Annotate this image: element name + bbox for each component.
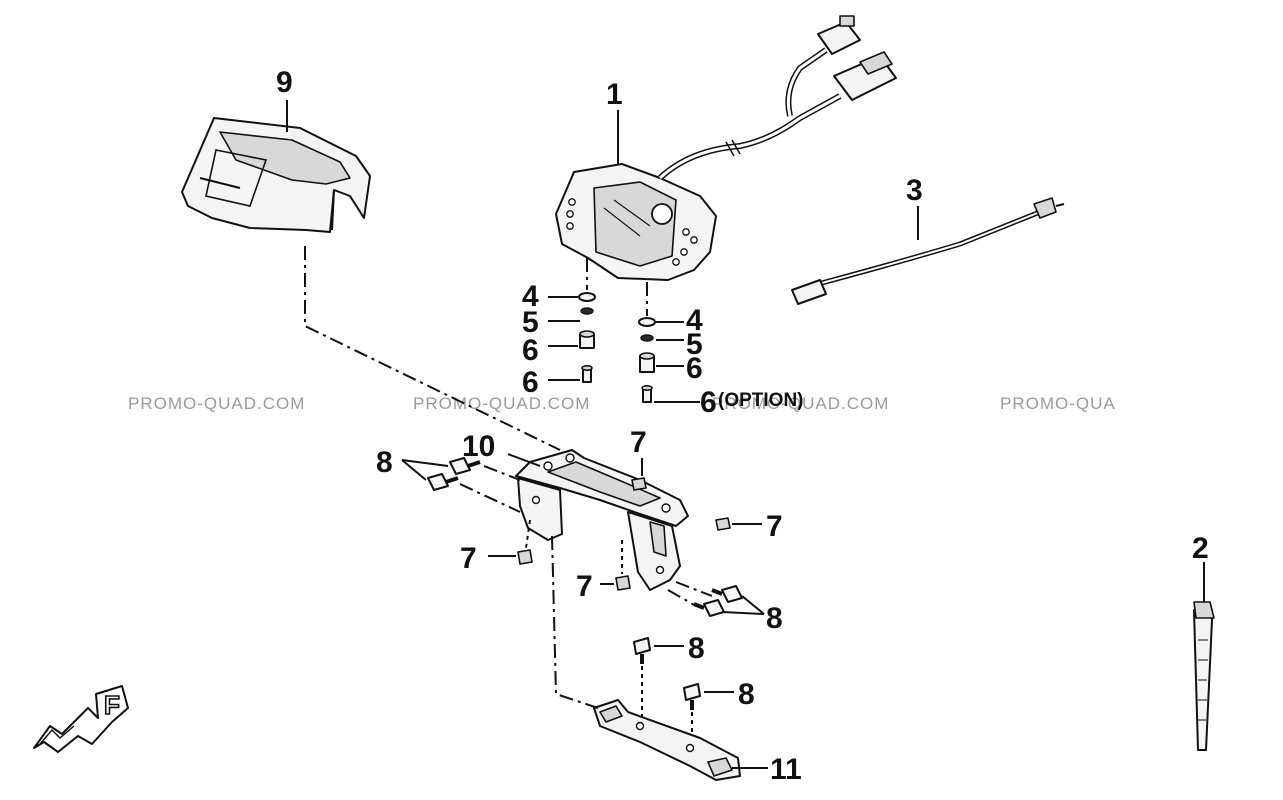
callout-5-left: 5 (522, 306, 539, 339)
option-label: (OPTION) (718, 390, 804, 411)
callout-6-left-a: 6 (522, 334, 539, 367)
bolt-8-left-upper[interactable] (449, 457, 481, 475)
watermark-4: PROMO-QUA (1000, 394, 1116, 413)
callout-9: 9 (276, 66, 293, 99)
callout-6-option: 6 (700, 386, 717, 419)
mounting-bracket-part[interactable] (515, 449, 689, 591)
callout-7-bottom: 7 (576, 570, 593, 603)
callout-8-lower-b: 8 (738, 678, 755, 711)
watermark-row: PROMO-QUAD.COM PROMO-QUAD.COM PROMO-QUAD… (128, 394, 1116, 413)
callout-4-right: 4 (686, 304, 703, 337)
callout-5-right: 5 (686, 328, 703, 361)
front-direction-arrow-icon: F (33, 685, 129, 753)
callout-1: 1 (606, 78, 623, 111)
instrument-cluster-part[interactable] (555, 15, 897, 281)
bolt-8-right-upper[interactable] (711, 585, 743, 603)
callout-11: 11 (770, 753, 802, 786)
bolt-8-lower-a[interactable] (633, 637, 651, 664)
callout-4-left: 4 (522, 280, 539, 313)
callout-2: 2 (1192, 532, 1209, 565)
watermark-3: PROMO-QUAD.COM (712, 394, 889, 413)
callout-10: 10 (462, 430, 495, 463)
front-marker-letter: F (104, 690, 120, 720)
callout-7-top: 7 (630, 426, 647, 459)
watermark-1: PROMO-QUAD.COM (128, 394, 305, 413)
bolt-7-bottom[interactable] (615, 575, 631, 591)
bolt-7-top[interactable] (631, 477, 647, 491)
callout-3: 3 (906, 174, 923, 207)
lower-plate-part[interactable] (593, 699, 741, 781)
bolt-8-right-lower[interactable] (693, 599, 725, 617)
bolt-7-left[interactable] (517, 549, 533, 565)
callout-8-lower-a: 8 (688, 632, 705, 665)
bolt-8-lower-b[interactable] (683, 683, 701, 710)
left-fastener-stack[interactable] (578, 258, 596, 383)
callout-7-right: 7 (766, 510, 783, 543)
meter-cover-part[interactable] (181, 117, 371, 233)
callout-6-left-b: 6 (522, 366, 539, 399)
speed-cable-part[interactable] (791, 197, 1065, 305)
bolt-8-left-lower[interactable] (427, 473, 459, 491)
right-fastener-stack[interactable] (638, 282, 656, 403)
callout-8-right: 8 (766, 602, 783, 635)
bolt-7-right[interactable] (715, 517, 731, 531)
watermark-2: PROMO-QUAD.COM (413, 394, 590, 413)
cable-tie-part[interactable] (1193, 601, 1215, 751)
callout-8-left: 8 (376, 446, 393, 479)
callout-6-right: 6 (686, 352, 703, 385)
callout-7-left: 7 (460, 542, 477, 575)
